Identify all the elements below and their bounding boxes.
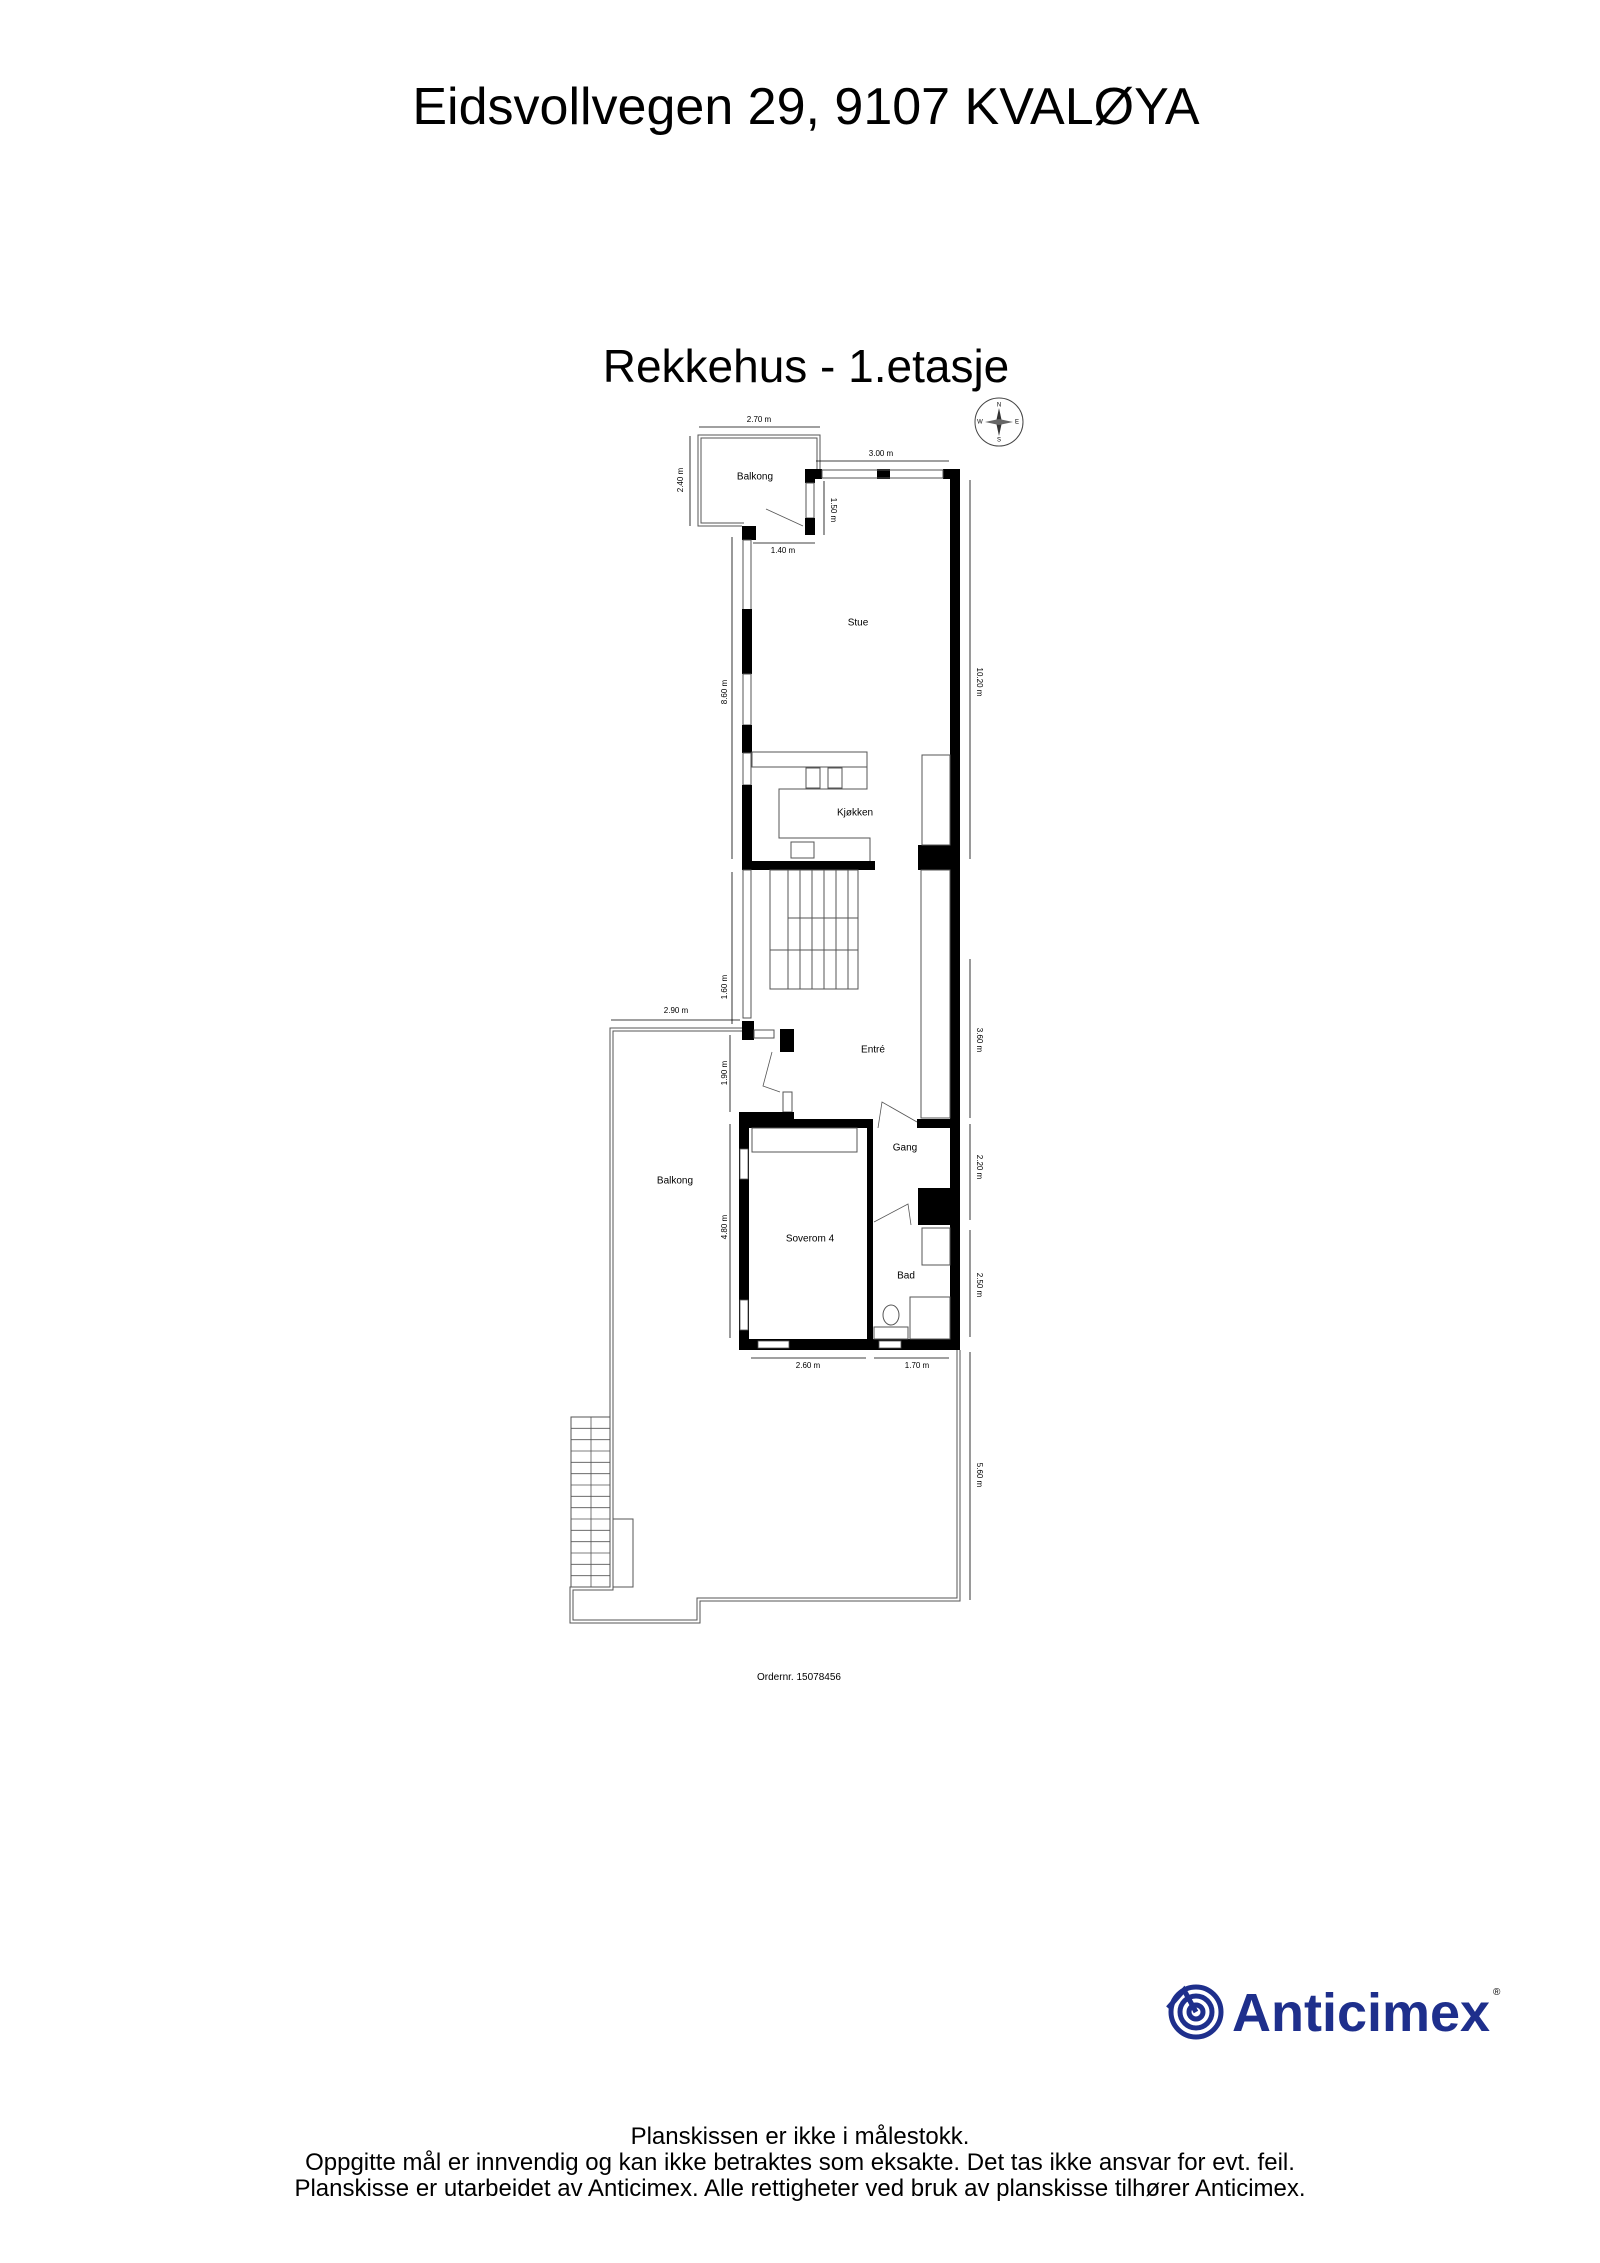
room-label-balkong-top: Balkong <box>737 472 773 483</box>
dim-label: 1.90 m <box>720 1060 729 1085</box>
anticimex-logo-text: Anticimex <box>1232 1983 1490 2043</box>
balcony-bottom <box>569 1027 961 1624</box>
dim-label: 2.20 m <box>975 1155 984 1180</box>
toilet-icon <box>882 1304 900 1326</box>
walls <box>739 469 960 1350</box>
room-label-soverom: Soverom 4 <box>786 1234 835 1245</box>
anticimex-logo: Anticimex ® <box>1166 1983 1501 2043</box>
sink-icon <box>921 1227 951 1266</box>
room-label-kjokken: Kjøkken <box>837 808 873 819</box>
wardrobe <box>920 869 951 1119</box>
dim-label: 2.60 m <box>796 1361 821 1370</box>
dim-label: 1.70 m <box>905 1361 930 1370</box>
exterior-stair-steps <box>571 1417 610 1587</box>
compass-e: E <box>1015 420 1019 426</box>
compass-w: W <box>977 420 983 426</box>
footer-line-3: Planskisse er utarbeidet av Anticimex. A… <box>294 2175 1306 2202</box>
dim-label: 2.50 m <box>975 1273 984 1298</box>
dim-label: 1.60 m <box>720 974 729 999</box>
cooktop-icon <box>827 767 843 789</box>
door-swing <box>762 1051 781 1093</box>
dim-label: 8.60 m <box>720 679 729 704</box>
exterior-staircase <box>570 1416 611 1588</box>
shower-icon <box>909 1296 951 1340</box>
order-number: Ordernr. 15078456 <box>757 1672 841 1683</box>
dim-label: 4.80 m <box>720 1214 729 1239</box>
compass-rose-icon: N E S W <box>974 397 1024 447</box>
dim-label: 1.40 m <box>771 546 796 555</box>
address-title: Eidsvollvegen 29, 9107 KVALØYA <box>412 78 1200 136</box>
footer-note: Planskissen er ikke i målestokk. Oppgitt… <box>0 2124 1600 2202</box>
cooktop-icon <box>805 767 821 789</box>
interior-staircase <box>762 869 951 1226</box>
compass-s: S <box>997 438 1001 444</box>
room-label-balkong-bottom: Balkong <box>657 1176 693 1187</box>
sink-icon <box>790 841 815 859</box>
door-swing <box>765 508 804 527</box>
dimension-lines <box>611 426 971 1600</box>
door-swing <box>877 1101 918 1129</box>
dim-label: 5.60 m <box>975 1463 984 1488</box>
room-label-gang: Gang <box>893 1143 917 1154</box>
dim-label: 2.70 m <box>747 415 772 424</box>
dim-label: 2.90 m <box>664 1006 689 1015</box>
room-label-bad: Bad <box>897 1271 915 1282</box>
anticimex-logo-icon <box>1166 1984 1224 2040</box>
compass-n: N <box>997 403 1001 409</box>
dim-label: 1.50 m <box>829 498 838 523</box>
footer-line-2: Oppgitte mål er innvendig og kan ikke be… <box>305 2149 1295 2176</box>
dim-label: 2.40 m <box>676 467 685 492</box>
room-label-entre: Entré <box>861 1045 885 1056</box>
dim-label: 10.20 m <box>975 668 984 697</box>
footer-line-1: Planskissen er ikke i målestokk. <box>630 2123 970 2150</box>
bath-fixtures <box>751 1127 951 1340</box>
wardrobe <box>751 1127 858 1153</box>
registered-mark: ® <box>1493 1987 1501 1998</box>
floor-title: Rekkehus - 1.etasje <box>603 340 1010 392</box>
balcony-top <box>697 434 821 527</box>
dim-label: 3.60 m <box>975 1028 984 1053</box>
dim-label: 3.00 m <box>869 449 894 458</box>
door-swing <box>873 1203 912 1226</box>
room-label-stue: Stue <box>848 618 869 629</box>
cabinets <box>921 754 951 846</box>
kitchen-fixtures <box>751 751 951 861</box>
